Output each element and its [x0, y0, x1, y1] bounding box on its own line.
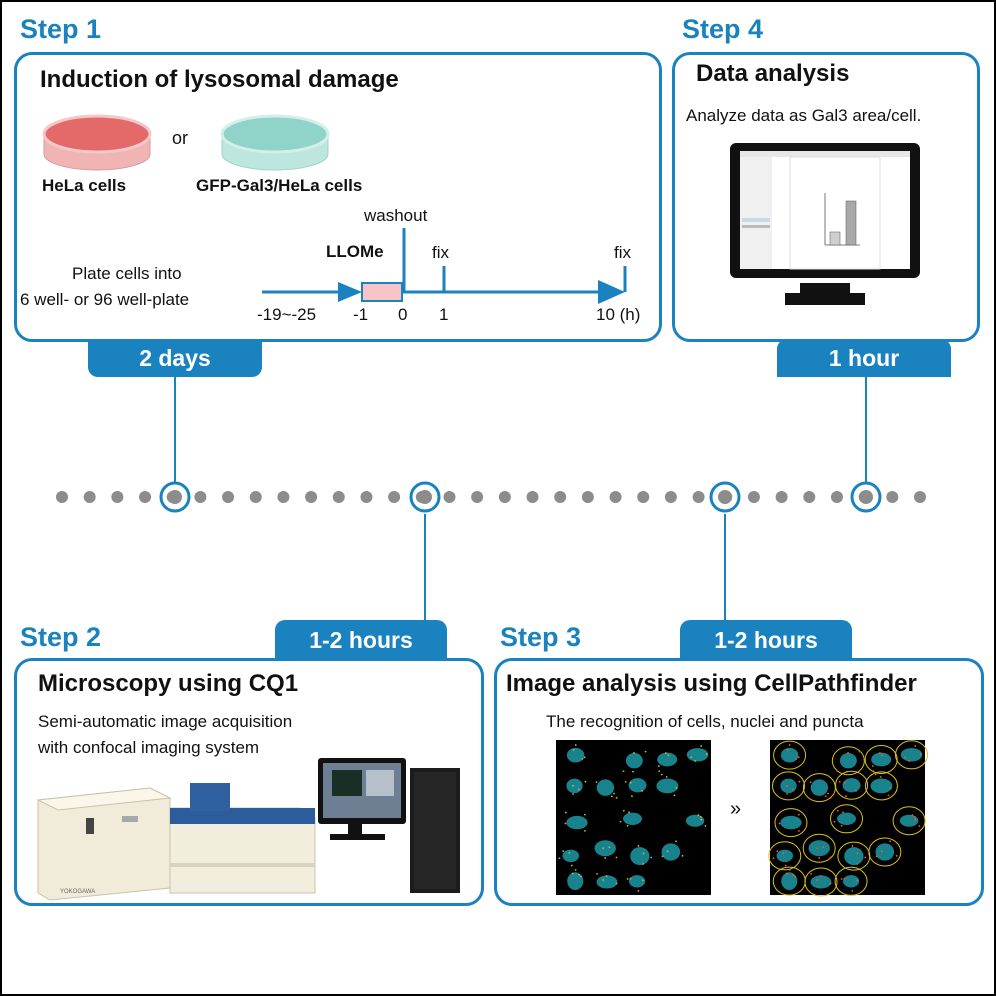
cq1-microscope-image: YOKOGAWA — [36, 758, 460, 901]
step3-desc: The recognition of cells, nuclei and pun… — [546, 712, 864, 731]
timeline-marker-dot — [718, 490, 732, 504]
timeline-dot — [803, 491, 816, 503]
step2-desc-line2: with confocal imaging system — [38, 738, 260, 757]
step3-title: Image analysis using CellPathfinder — [506, 670, 917, 697]
timeline-dot — [886, 491, 899, 503]
timeline-dot — [56, 491, 68, 503]
timeline-dot — [830, 491, 843, 503]
timeline-dot — [139, 491, 152, 503]
timeline-dot — [249, 491, 262, 503]
timeline-dot — [305, 491, 318, 503]
timeline-dot — [637, 491, 650, 503]
timeline-dot — [775, 491, 788, 503]
timeline-dot — [498, 491, 511, 503]
plate-line1: Plate cells into — [72, 264, 182, 283]
timeline-dot — [664, 491, 677, 503]
step1-title: Induction of lysosomal damage — [40, 66, 399, 93]
step2-title: Microscopy using CQ1 — [38, 670, 299, 697]
timeline-dot — [360, 491, 373, 503]
timeline-marker-ring — [409, 481, 441, 513]
or-label: or — [172, 128, 189, 148]
step4-title: Data analysis — [696, 60, 850, 87]
timeline-marker-ring — [709, 481, 741, 513]
micrograph-segmented — [768, 740, 929, 897]
timeline-dot — [111, 491, 124, 503]
washout-label: washout — [364, 206, 428, 225]
step2-desc-line1: Semi-automatic image acquisition — [38, 712, 293, 731]
step2-duration-tab: 1-2 hours — [275, 620, 447, 660]
step1-duration-tab: 2 days — [88, 339, 262, 377]
timeline-marker-dot — [859, 490, 873, 504]
gfp-label: GFP-Gal3/HeLa cells — [196, 176, 363, 195]
timeline-dot — [581, 491, 594, 503]
llome-label: LLOMe — [326, 242, 384, 261]
step4-duration-tab: 1 hour — [777, 339, 951, 377]
tick-10h: 10 (h) — [596, 305, 641, 324]
timeline-dot — [277, 491, 290, 503]
timeline-dot — [914, 491, 926, 503]
timeline-dot — [222, 491, 235, 503]
step4-label: Step 4 — [682, 14, 764, 44]
tick-minus1: -1 — [353, 305, 369, 324]
arrow-label: » — [730, 798, 742, 820]
timeline-marker-dot — [168, 490, 182, 504]
timeline-dot — [471, 491, 484, 503]
timeline-dot — [609, 491, 622, 503]
plate-line2: 6 well- or 96 well-plate — [20, 290, 190, 309]
fix-label-2: fix — [614, 243, 631, 262]
timeline-dot — [554, 491, 567, 503]
step2-label: Step 2 — [20, 622, 102, 652]
step3-label: Step 3 — [500, 622, 582, 652]
timeline-dot — [526, 491, 539, 503]
step4-desc: Analyze data as Gal3 area/cell. — [686, 106, 922, 125]
fix-label-1: fix — [432, 243, 449, 262]
timeline-dot — [747, 491, 760, 503]
timeline-dot — [194, 491, 207, 503]
timeline-dot — [692, 491, 705, 503]
tick-1: 1 — [439, 305, 449, 324]
timeline-marker-ring — [850, 481, 882, 513]
timeline-dot — [83, 491, 96, 503]
tick-start: -19~-25 — [257, 305, 317, 324]
micrograph-raw — [556, 740, 711, 895]
hela-label: HeLa cells — [42, 176, 127, 195]
hela-dish-icon — [42, 114, 152, 171]
gfp-dish-icon — [220, 114, 330, 171]
step1-label: Step 1 — [20, 14, 102, 44]
timeline-marker-dot — [418, 490, 432, 504]
timeline-marker-ring — [159, 481, 191, 513]
step3-duration-tab: 1-2 hours — [680, 620, 852, 660]
timeline-dot — [388, 491, 401, 503]
tick-0: 0 — [398, 305, 408, 324]
brand-label: YOKOGAWA — [60, 889, 95, 895]
timeline-dot — [332, 491, 345, 503]
monitor-icon — [730, 143, 920, 305]
timeline-dot — [443, 491, 456, 503]
